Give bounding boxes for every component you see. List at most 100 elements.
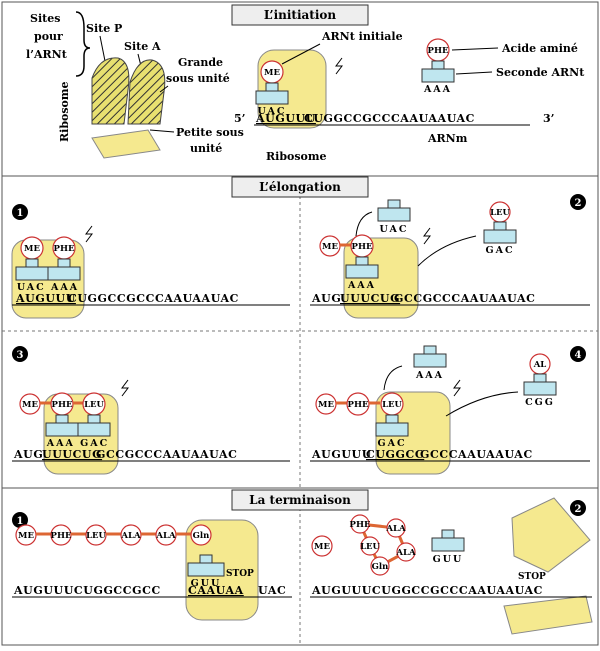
step1-number: 1 (17, 208, 24, 219)
step3-phe-label: PHE (52, 400, 73, 410)
step3-leu-label: LEU (84, 400, 104, 410)
step4-incoming-trna-body (523, 381, 557, 396)
step3-mrna-highlight: UUUCUG (42, 448, 102, 461)
step2-trna-stem (355, 256, 369, 266)
step1-lightning-icon (85, 225, 93, 243)
term2-amino-acid-label: Gln (372, 562, 389, 572)
step4-incoming-trna-stem (533, 373, 547, 383)
step1-number-badge (12, 204, 28, 220)
step2-number: 2 (575, 198, 582, 209)
term2-stop-label: STOP (518, 572, 546, 582)
anticodon-uac: UAC (258, 106, 287, 117)
petite-label-2: unité (190, 142, 222, 155)
step2-mrna-highlight: UUUCUG (340, 292, 400, 305)
trna-stem (265, 82, 279, 92)
term2-amino-acid-label: ALA (395, 548, 416, 558)
term2-amino-acid (396, 542, 416, 562)
step1-phe-label: PHE (54, 244, 75, 254)
sites-label-line3: l’ARNt (26, 48, 68, 61)
seconde-arnt-label: Seconde ARNt (496, 66, 585, 79)
mrna-rest: CUGGCCGCCCAAUAAUAC (304, 112, 475, 125)
term2-amino-acid (386, 518, 406, 538)
me-label: ME (264, 68, 280, 78)
term2-me-label: ME (314, 542, 330, 552)
term2-amino-acid-label: ALA (385, 524, 406, 534)
step3-anticodons: AAA GAC (46, 438, 109, 449)
term2-small-subunit (503, 595, 593, 635)
term1-mrna-rest: UAC (258, 584, 286, 597)
termination-title: La terminaison (249, 493, 351, 507)
term1-anticodon: GUU (191, 578, 222, 589)
ribosome-vertical-label: Ribosome (58, 81, 71, 142)
step2-leaving-trna-stem (387, 199, 401, 209)
term2-amino-acid-label: PHE (350, 520, 371, 530)
step4-exit-arrow (383, 365, 403, 391)
phe-label: PHE (428, 46, 449, 56)
step3-lightning-icon (121, 379, 129, 397)
step2-incoming-trna-body (483, 229, 517, 244)
elongation-step1: 1 ME PHE UAC AAA AUGUUU CUGGCCGCCCAAUAAU… (11, 204, 290, 319)
term2-amino-acid (350, 514, 370, 534)
step1-trna2-body (47, 266, 81, 281)
step4-lightning-icon (453, 379, 461, 397)
elongation-title-box: L’élongation (231, 176, 369, 198)
step3-mrna-rest: GCCGCCCAAUAAUAC (96, 448, 238, 461)
initiation-title: L’initiation (264, 8, 337, 22)
term1-amino-acid-label: ME (18, 531, 34, 541)
step2-trna-body (345, 264, 379, 279)
sites-label-line1: Sites (30, 12, 60, 25)
term2-trna-codon: GUU (433, 554, 464, 565)
step4-leu-label: LEU (382, 400, 402, 410)
term1-amino-acid-label: LEU (86, 531, 106, 541)
arnm-label: ARNm (427, 132, 468, 145)
acide-amine-arrow (451, 47, 499, 51)
step2-leaving-trna-body (377, 207, 411, 222)
step1-mrna-highlight: AUGUUU (15, 292, 76, 305)
elongation-title: L’élongation (259, 180, 341, 194)
grande-label-2: sous unité (166, 72, 230, 85)
term1-number: 1 (17, 516, 24, 527)
second-trna-body (421, 68, 455, 83)
step4-entry-arrow (445, 391, 519, 417)
step4-number: 4 (575, 350, 582, 361)
term2-amino-acid (360, 536, 380, 556)
term2-trna-stem (441, 529, 455, 539)
petite-arrow (149, 129, 175, 133)
step1-trna1-stem (25, 258, 39, 268)
acide-amine-label: Acide aminé (501, 42, 578, 55)
three-prime: 3’ (543, 112, 554, 125)
term1-amino-acid-label: ALA (155, 531, 176, 541)
termination-title-box: La terminaison (231, 489, 369, 511)
term1-trna-stem (199, 554, 213, 564)
step1-trna1-body (15, 266, 49, 281)
step2-exit-arrow (355, 211, 373, 237)
step2-mrna-rest: GCCGCCCAAUAAUAC (394, 292, 536, 305)
sites-label-line2: pour (34, 30, 63, 43)
term1-mrna-highlight: CAAUAA (188, 584, 244, 597)
step4-incoming-codon: CGG (525, 397, 555, 408)
term2-large-subunit (511, 497, 591, 573)
term2-trna-body (431, 537, 465, 552)
ribosome-label: Ribosome (266, 150, 327, 163)
step1-mrna-rest: CUGGCCGCCCAAUAAUAC (68, 292, 239, 305)
term2-number: 2 (575, 504, 582, 515)
grande-label-1: Grande (178, 56, 223, 69)
term1-number-badge (12, 512, 28, 528)
mrna-start: AUGUUU (255, 112, 316, 125)
step3-trna1-body (45, 422, 79, 437)
step4-leaving-trna-body (413, 353, 447, 368)
term1-amino-acid-label: ALA (120, 531, 141, 541)
elongation-step4: 4 ME PHE LEU GAC AAA AL CGG AUGUUU CUGGC… (310, 345, 590, 475)
term1-amino-acid-label: Gln (193, 531, 210, 541)
step2-incoming-codon: GAC (485, 245, 514, 256)
step1-me-label: ME (24, 244, 40, 254)
arnt-initiale-label: ARNt initiale (321, 30, 403, 43)
step2-leu-label: LEU (490, 208, 510, 218)
term1-trna-body (187, 562, 225, 577)
step4-leaving-trna-stem (423, 345, 437, 355)
lightning-icon (335, 57, 343, 75)
